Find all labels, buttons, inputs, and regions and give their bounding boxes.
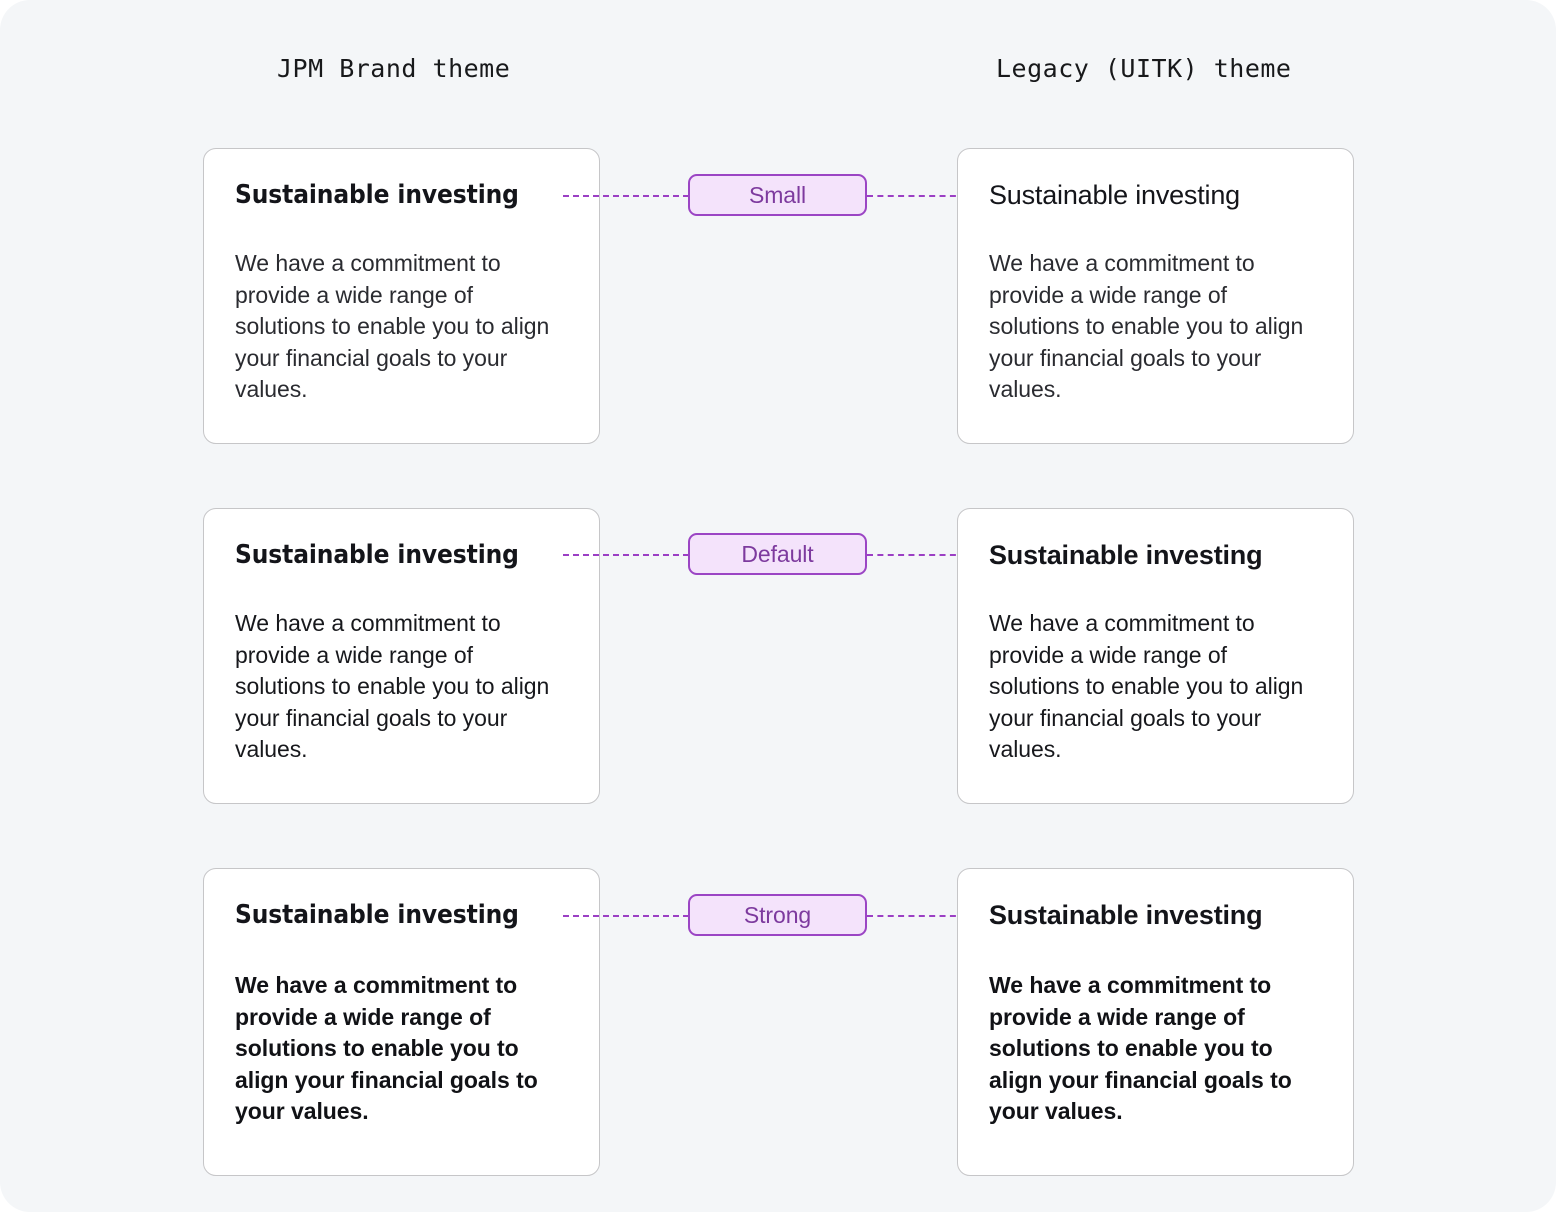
card-legacy-uitk-default[interactable]: Sustainable investing We have a commitme…	[957, 508, 1354, 804]
title-body-spacer	[989, 210, 1323, 248]
card-body: We have a commitment to provide a wide r…	[989, 610, 1304, 762]
column-header-legacy-uitk: Legacy (UITK) theme	[996, 54, 1292, 83]
card-title: Sustainable investing	[235, 540, 519, 570]
title-body-spacer	[989, 930, 1323, 970]
card-body: We have a commitment to provide a wide r…	[235, 250, 550, 402]
variant-badge-default[interactable]: Default	[688, 533, 867, 575]
card-title: Sustainable investing	[989, 900, 1263, 930]
title-body-spacer	[235, 930, 569, 970]
card-jpm-brand-default[interactable]: Sustainable investing We have a commitme…	[203, 508, 600, 804]
variant-badge-strong[interactable]: Strong	[688, 894, 867, 936]
comparison-row-small: Sustainable investing We have a commitme…	[0, 148, 1556, 444]
comparison-row-default: Sustainable investing We have a commitme…	[0, 508, 1556, 804]
card-jpm-brand-strong[interactable]: Sustainable investing We have a commitme…	[203, 868, 600, 1176]
card-title: Sustainable investing	[989, 180, 1240, 210]
card-jpm-brand-small[interactable]: Sustainable investing We have a commitme…	[203, 148, 600, 444]
card-title: Sustainable investing	[235, 180, 519, 210]
title-body-spacer	[235, 570, 569, 608]
card-body: We have a commitment to provide a wide r…	[989, 250, 1304, 402]
card-body: We have a commitment to provide a wide r…	[235, 610, 550, 762]
comparison-row-strong: Sustainable investing We have a commitme…	[0, 868, 1556, 1176]
variant-badge-small[interactable]: Small	[688, 174, 867, 216]
card-legacy-uitk-small[interactable]: Sustainable investing We have a commitme…	[957, 148, 1354, 444]
card-title: Sustainable investing	[989, 540, 1263, 570]
card-body: We have a commitment to provide a wide r…	[989, 972, 1292, 1124]
title-body-spacer	[235, 210, 569, 248]
title-body-spacer	[989, 570, 1323, 608]
card-legacy-uitk-strong[interactable]: Sustainable investing We have a commitme…	[957, 868, 1354, 1176]
column-header-jpm-brand: JPM Brand theme	[277, 54, 511, 83]
card-title: Sustainable investing	[235, 900, 519, 930]
card-body: We have a commitment to provide a wide r…	[235, 972, 538, 1124]
